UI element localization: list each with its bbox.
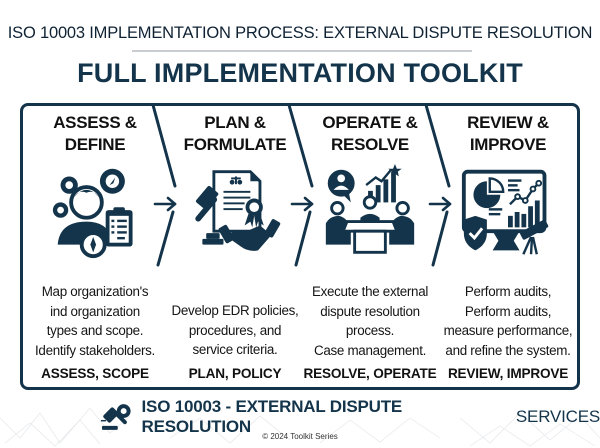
step-tag: RESOLVE, OPERATE bbox=[303, 366, 437, 381]
step-tag: ASSESS, SCOPE bbox=[41, 366, 149, 381]
footer-brand-title: ISO 10003 - EXTERNAL DISPUTE RESOLUTION bbox=[141, 398, 403, 436]
title-divider bbox=[132, 50, 472, 52]
step-description: Map organization's ind organization type… bbox=[35, 284, 155, 358]
arrow-right-icon bbox=[428, 196, 452, 212]
footer-brand-suffix: SERVICES bbox=[515, 407, 600, 426]
step-tag: PLAN, POLICY bbox=[188, 366, 282, 381]
gavel-gear-icon bbox=[100, 404, 131, 430]
page-subtitle: ISO 10003 IMPLEMENTATION PROCESS: EXTERN… bbox=[7, 24, 593, 42]
step-description: Perform audits, Perform audits, measure … bbox=[443, 284, 573, 358]
step-review-improve: REVIEW & IMPROVE Perfor bbox=[436, 112, 580, 381]
meeting-table-growth-chart-icon bbox=[325, 164, 415, 254]
gavel-document-handshake-icon bbox=[195, 170, 281, 251]
footer: ISO 10003 - EXTERNAL DISPUTE RESOLUTION … bbox=[0, 398, 600, 448]
step-heading: PLAN & FORMULATE bbox=[183, 113, 287, 154]
step-description: Execute the external dispute resolution … bbox=[311, 284, 429, 358]
step-description: Develop EDR policies, procedures, and se… bbox=[171, 303, 299, 357]
dashboard-shield-telescope-icon bbox=[461, 169, 549, 255]
person-gears-clipboard-compass-icon bbox=[52, 168, 133, 259]
step-heading: ASSESS & DEFINE bbox=[53, 113, 137, 154]
step-assess-define: ASSESS & DEFINE Map organization's ind o… bbox=[20, 112, 170, 381]
copyright: © 2024 Toolkit Series bbox=[262, 432, 338, 441]
arrow-right-icon bbox=[290, 196, 314, 212]
step-heading: REVIEW & IMPROVE bbox=[467, 113, 549, 154]
arrow-right-icon bbox=[153, 196, 177, 212]
background-pattern bbox=[0, 407, 600, 447]
footer-brand: ISO 10003 - EXTERNAL DISPUTE RESOLUTION … bbox=[100, 398, 600, 436]
step-heading: OPERATE & RESOLVE bbox=[322, 113, 418, 154]
step-operate-resolve: OPERATE & RESOLVE Execute the external d… bbox=[300, 112, 440, 381]
page-title: FULL IMPLEMENTATION TOOLKIT bbox=[77, 58, 523, 88]
step-plan-formulate: PLAN & FORMULATE Develop EDR policies, p… bbox=[165, 112, 305, 381]
step-tag: REVIEW, IMPROVE bbox=[447, 366, 569, 381]
